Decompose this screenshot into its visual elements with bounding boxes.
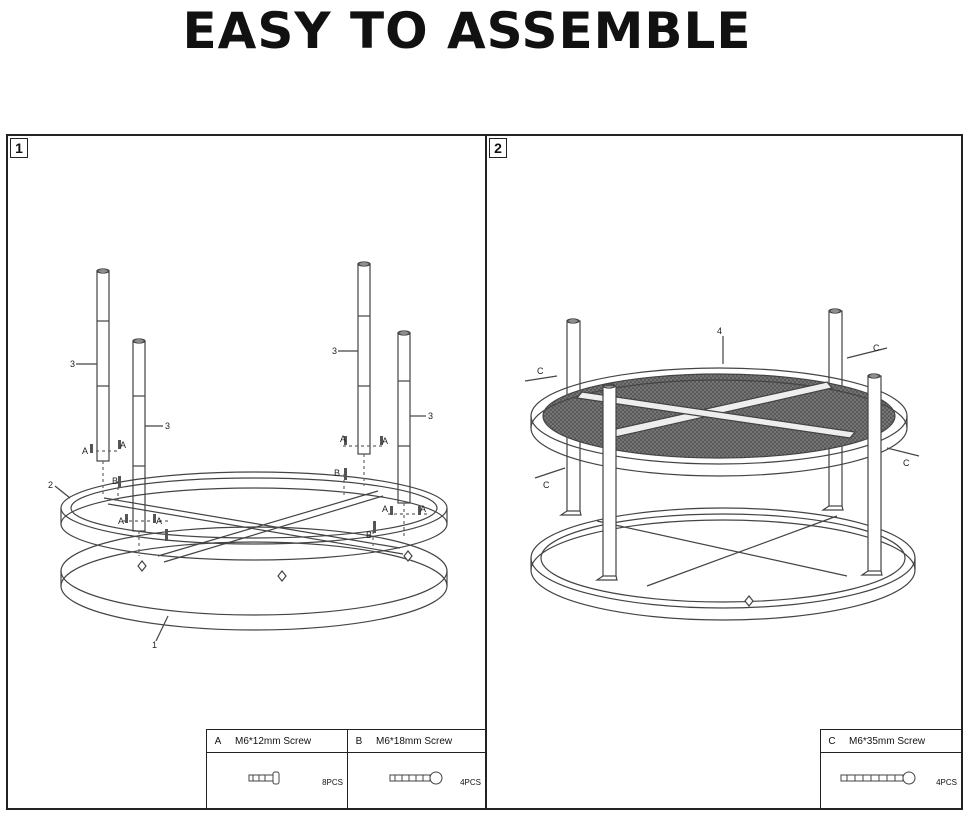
part-b-cell: B M6*18mm Screw 4PCS [348,730,485,808]
parts-table: C M6*35mm Screw 4PCS [820,729,961,808]
callout-tabletop-4: 4 [717,326,722,336]
screw-icon [840,771,916,785]
callout-leg-3: 3 [70,359,75,369]
part-letter: B [355,735,363,747]
screw-icon [389,771,443,785]
part-description: M6*12mm Screw [235,735,312,747]
step-1-panel: 1 [6,134,487,810]
part-description: M6*18mm Screw [376,735,453,747]
callout-screw-a: A [382,504,388,514]
part-c-cell: C M6*35mm Screw 4PCS [821,730,961,808]
part-letter: A [214,735,222,747]
callout-screw-b: B [366,530,372,540]
page-title: EASY TO ASSEMBLE [182,2,752,60]
base-ring-top-edge [60,526,448,616]
callout-leg-3: 3 [332,346,337,356]
part-letter: C [828,735,836,747]
screw-c-group [524,347,920,479]
part-a-cell: A M6*12mm Screw 8PCS [207,730,348,808]
leg-front-left [602,385,617,577]
part-quantity: 8PCS [322,778,343,787]
step-2-panel: 2 [485,134,963,810]
callout-screw-c: C [543,480,550,490]
step-1-illustration: 3 3 3 3 2 1 A A A A A A A A B B B [48,261,448,650]
callout-screw-b: B [112,476,118,486]
callout-base-ring-1: 1 [152,640,157,650]
step-number: 2 [489,138,507,158]
base-ring-bottom-edge [530,519,916,621]
callout-screw-a: A [420,504,426,514]
callout-screw-c: C [903,458,910,468]
leg-front-left [132,338,146,532]
part-description: M6*35mm Screw [849,735,926,747]
part-quantity: 4PCS [936,778,957,787]
callout-screw-b: B [334,468,340,478]
upper-ring-inner [70,477,438,539]
leg-front-right [397,330,411,504]
callout-screw-a: A [340,434,346,444]
callout-leg-3: 3 [428,411,433,421]
leg-front-right [867,375,882,572]
callout-screw-a: A [82,446,88,456]
callout-screw-a: A [118,516,124,526]
callout-leg-3: 3 [165,421,170,431]
part-quantity: 4PCS [460,778,481,787]
leg-back-right [357,261,371,455]
parts-table: A M6*12mm Screw 8PCS B M6*18mm Screw 4PC… [206,729,485,808]
callout-screw-c: C [873,343,880,353]
callout-upper-ring-2: 2 [48,480,53,490]
callout-screw-a: A [120,440,126,450]
leg-back-left [96,268,110,462]
base-ring-bottom-edge [60,541,448,631]
step-2-illustration: 4 C C C C [524,308,920,621]
callout-screw-a: A [156,516,162,526]
step-number: 1 [10,138,28,158]
callout-screw-a: A [382,436,388,446]
screw-icon [248,771,280,785]
callout-screw-c: C [537,366,544,376]
